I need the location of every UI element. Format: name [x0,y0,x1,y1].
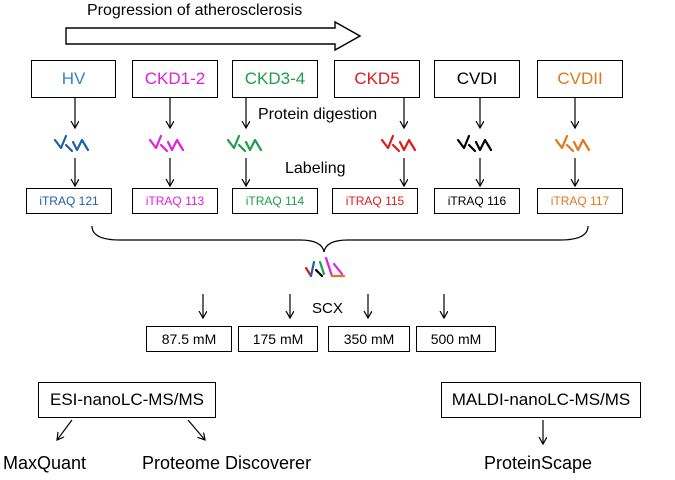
group-box-ckd12: CKD1-2 [132,60,218,98]
scx-label: SCX [312,300,343,317]
fraction-box-3: 350 mM [328,326,410,352]
group-label-ckd34: CKD3-4 [244,69,306,88]
group-label-ckd12: CKD1-2 [144,69,206,88]
scx-arrows [203,294,444,318]
fraction-box-2: 175 mM [238,326,318,352]
itraq-box-121: iTRAQ 121 [26,188,112,214]
labeling-arrows [75,158,575,186]
itraq-label-116: iTRAQ 116 [447,194,507,208]
fraction-box-1: 87.5 mM [146,326,232,352]
group-box-hv: HV [31,60,116,98]
itraq-box-116: iTRAQ 116 [434,188,520,214]
group-label-hv: HV [61,69,86,88]
itraq-label-114: iTRAQ 114 [245,194,305,208]
fraction-label: 175 mM [252,331,304,347]
squiggle-cvdii [554,134,591,153]
squiggle-ckd5 [380,134,417,153]
group-box-ckd5: CKD5 [334,60,420,98]
pooled-peptides [304,256,346,278]
step-label-digestion: Protein digestion [256,106,380,124]
software-proteinscape: ProteinScape [484,453,593,473]
itraq-label-117: iTRAQ 117 [550,194,610,208]
group-box-ckd34: CKD3-4 [232,60,318,98]
fraction-label: 87.5 mM [161,331,217,347]
progression-title: Progression of atherosclerosis [87,2,303,19]
software-proteome-discoverer: Proteome Discoverer [142,453,312,473]
itraq-box-117: iTRAQ 117 [537,188,623,214]
group-box-cvdi: CVDI [434,60,520,98]
group-label-ckd5: CKD5 [354,69,400,88]
digestion-arrows [75,98,575,128]
software-maxquant: MaxQuant [3,453,87,473]
fraction-box-4: 500 mM [416,326,496,352]
merge-bracket [91,225,589,253]
ms-box-esi: ESI-nanoLC-MS/MS [38,382,216,418]
fraction-label: 350 mM [343,331,395,347]
software-arrows [57,419,543,444]
itraq-box-114: iTRAQ 114 [232,188,318,214]
group-label-cvdii: CVDII [557,69,603,88]
progression-arrow [65,20,362,52]
group-box-cvdii: CVDII [537,60,623,98]
itraq-box-115: iTRAQ 115 [332,188,418,214]
ms-label-maldi: MALDI-nanoLC-MS/MS [451,390,631,409]
squiggle-hv [53,134,90,153]
itraq-box-113: iTRAQ 113 [132,188,218,214]
itraq-label-121: iTRAQ 121 [39,194,99,208]
group-label-cvdi: CVDI [456,69,498,88]
squiggle-ckd34 [226,134,263,153]
ms-label-esi: ESI-nanoLC-MS/MS [50,390,204,409]
ms-box-maldi: MALDI-nanoLC-MS/MS [441,382,641,418]
itraq-label-113: iTRAQ 113 [145,194,205,208]
squiggle-ckd12 [148,134,185,153]
itraq-label-115: iTRAQ 115 [345,194,405,208]
peptide-squiggles [53,134,591,153]
step-label-labeling: Labeling [283,160,348,178]
squiggle-cvdi [456,134,493,153]
fraction-label: 500 mM [430,331,482,347]
